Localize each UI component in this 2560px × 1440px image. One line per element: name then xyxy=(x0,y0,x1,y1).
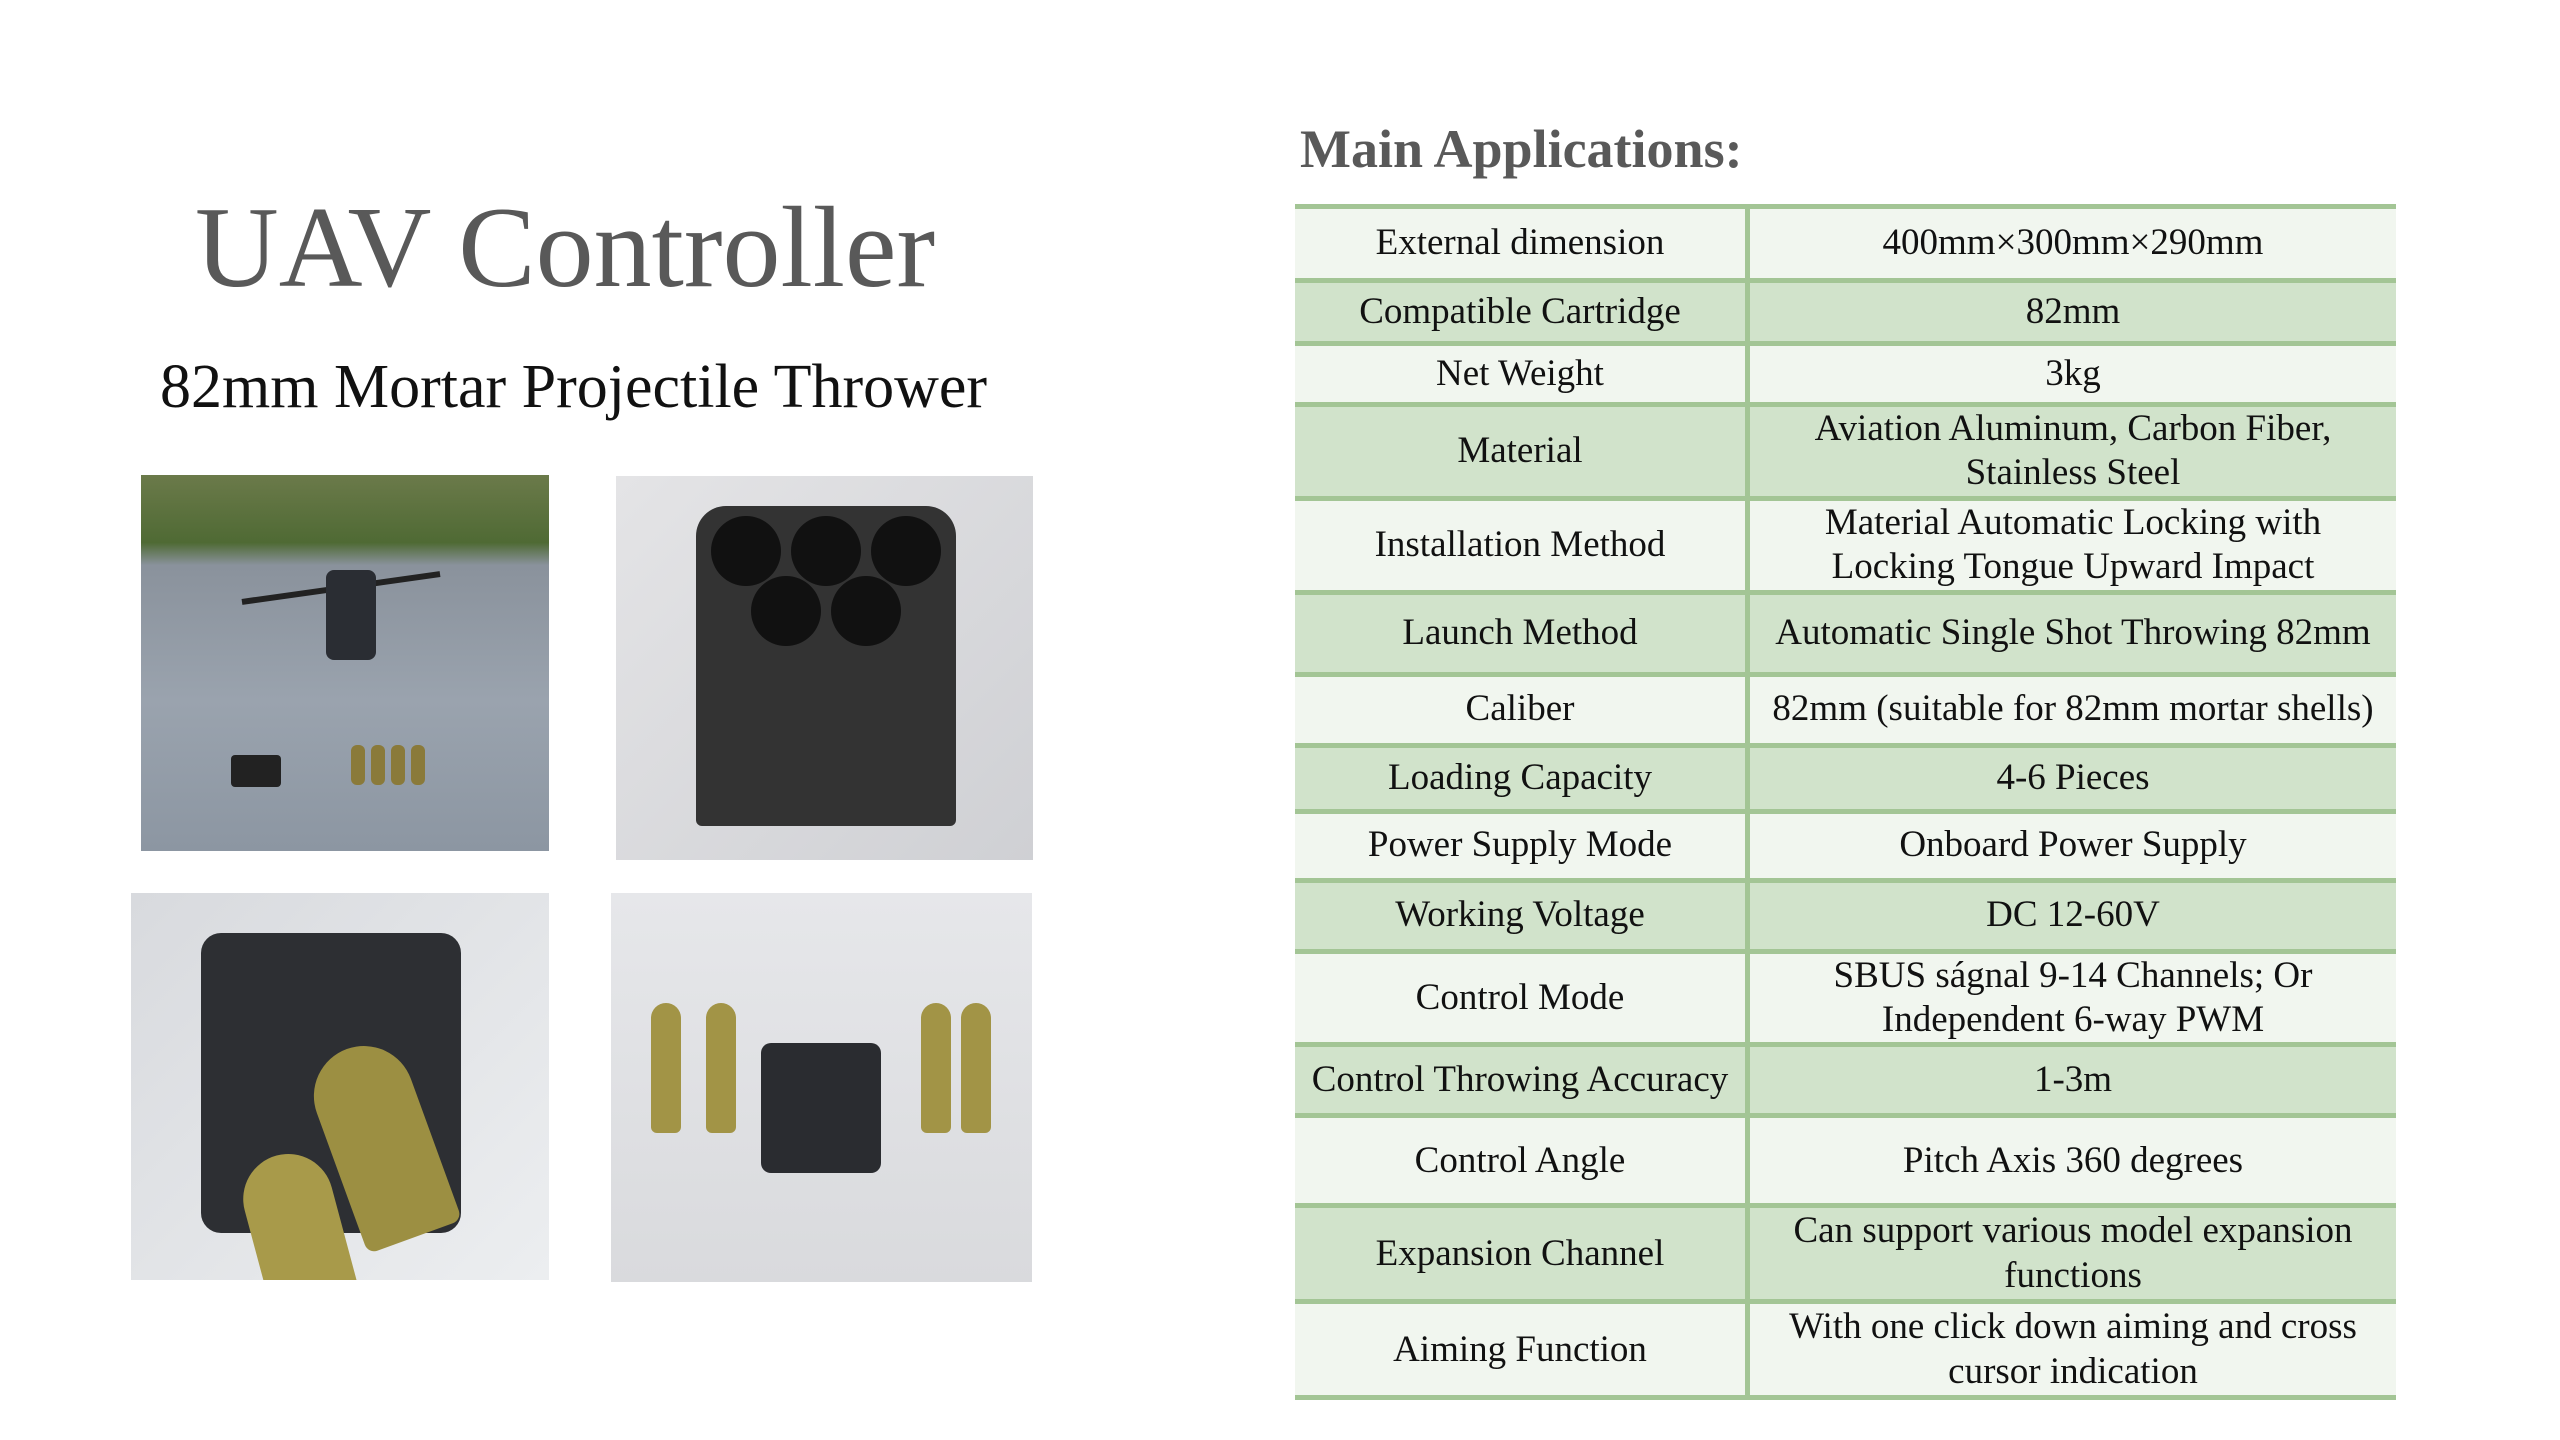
spec-label: Control Throwing Accuracy xyxy=(1295,1042,1750,1119)
spec-value: 4-6 Pieces xyxy=(1747,742,2396,814)
spec-value: Can support various model expansion func… xyxy=(1747,1203,2396,1305)
spec-label: Power Supply Mode xyxy=(1295,808,1750,883)
photo-loaded-launcher-closeup xyxy=(131,893,549,1280)
spec-label: Control Angle xyxy=(1295,1113,1750,1209)
spec-label: Net Weight xyxy=(1295,341,1750,407)
spec-value: With one click down aiming and cross cur… xyxy=(1747,1299,2396,1401)
spec-label: Working Voltage xyxy=(1295,877,1750,954)
photo-drone-with-shells xyxy=(141,475,549,851)
spec-label: Installation Method xyxy=(1295,495,1750,595)
spec-value: Pitch Axis 360 degrees xyxy=(1747,1113,2396,1209)
spec-label: Launch Method xyxy=(1295,589,1750,677)
spec-value: Material Automatic Locking with Locking … xyxy=(1747,495,2396,595)
spec-label: Aiming Function xyxy=(1295,1299,1750,1401)
spec-label: Expansion Channel xyxy=(1295,1203,1750,1305)
spec-label: Material xyxy=(1295,402,1750,501)
spec-label: Control Mode xyxy=(1295,948,1750,1048)
spec-value: DC 12-60V xyxy=(1747,877,2396,954)
spec-value: SBUS ságnal 9-14 Channels; Or Independen… xyxy=(1747,948,2396,1048)
spec-label: Compatible Cartridge xyxy=(1295,278,1750,346)
spec-value: Onboard Power Supply xyxy=(1747,808,2396,883)
spec-value: 82mm xyxy=(1747,278,2396,346)
spec-value: 400mm×300mm×290mm xyxy=(1747,204,2396,283)
main-applications-heading: Main Applications: xyxy=(1300,119,1743,179)
page-title: UAV Controller xyxy=(195,184,936,312)
page-subtitle: 82mm Mortar Projectile Thrower xyxy=(160,353,988,421)
spec-value: 1-3m xyxy=(1747,1042,2396,1119)
spec-label: External dimension xyxy=(1295,204,1750,283)
photo-launcher-with-shells xyxy=(611,893,1032,1282)
photo-six-tube-launcher xyxy=(616,476,1033,860)
spec-value: 82mm (suitable for 82mm mortar shells) xyxy=(1747,671,2396,748)
spec-value: Automatic Single Shot Throwing 82mm xyxy=(1747,589,2396,677)
spec-label: Loading Capacity xyxy=(1295,742,1750,814)
spec-value: Aviation Aluminum, Carbon Fiber, Stainle… xyxy=(1747,402,2396,501)
spec-label: Caliber xyxy=(1295,671,1750,748)
spec-value: 3kg xyxy=(1747,341,2396,407)
